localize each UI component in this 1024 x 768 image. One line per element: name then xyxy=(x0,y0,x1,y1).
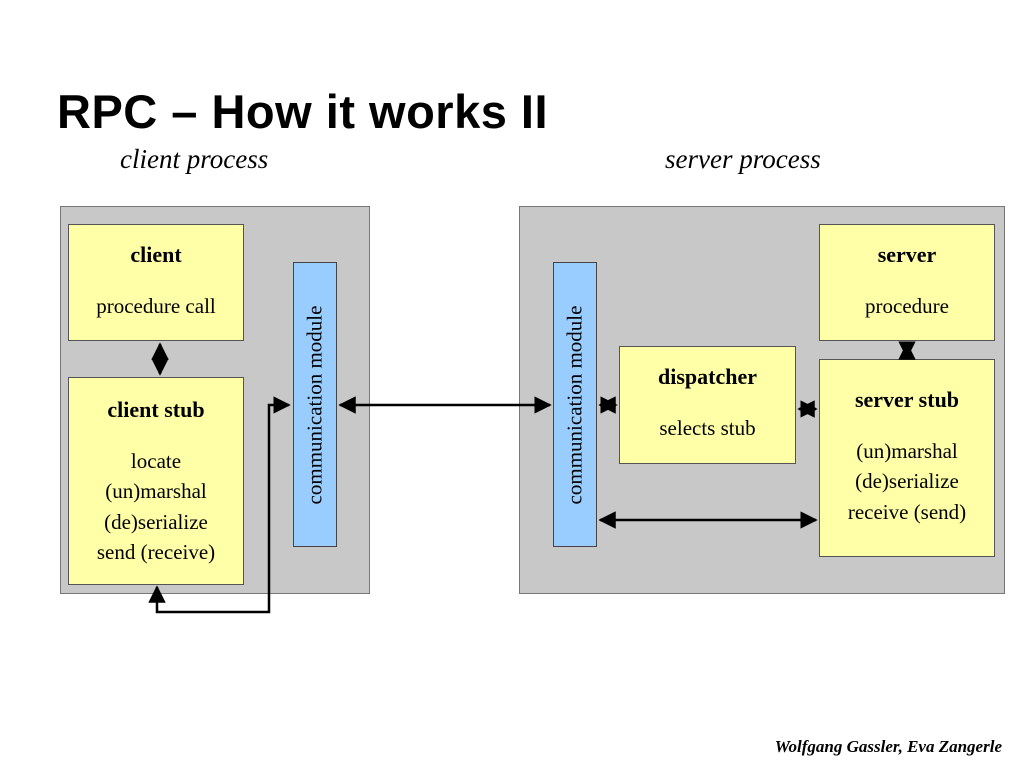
client-communication-module: communication module xyxy=(293,262,337,547)
client-stub-to-comm-module-arrow xyxy=(148,396,291,614)
dispatcher-heading: dispatcher xyxy=(658,364,757,389)
client-box-text: procedure call xyxy=(96,293,216,318)
footer-authors: Wolfgang Gassler, Eva Zangerle xyxy=(774,737,1002,756)
server-box-heading: server xyxy=(877,242,937,267)
server-stub-line: (de)serialize xyxy=(855,469,959,494)
client-box-heading: client xyxy=(130,242,182,267)
dispatcher-box: dispatcher selects stub xyxy=(619,346,796,464)
server-box: server procedure xyxy=(819,224,995,341)
server-stub-heading: server stub xyxy=(854,387,960,412)
server-box-text: procedure xyxy=(865,293,949,318)
slide-title: RPC – How it works II xyxy=(57,85,549,138)
server-stub-line: receive (send) xyxy=(847,499,967,524)
server-communication-module: communication module xyxy=(553,262,597,547)
server-stub-box: server stub (un)marshal (de)serialize re… xyxy=(819,359,995,557)
client-box: client procedure call xyxy=(68,224,244,341)
server-process-label: server process xyxy=(665,144,821,174)
dispatcher-text: selects stub xyxy=(659,415,756,440)
server-stub-line: (un)marshal xyxy=(856,438,958,463)
client-process-label: client process xyxy=(120,144,269,174)
